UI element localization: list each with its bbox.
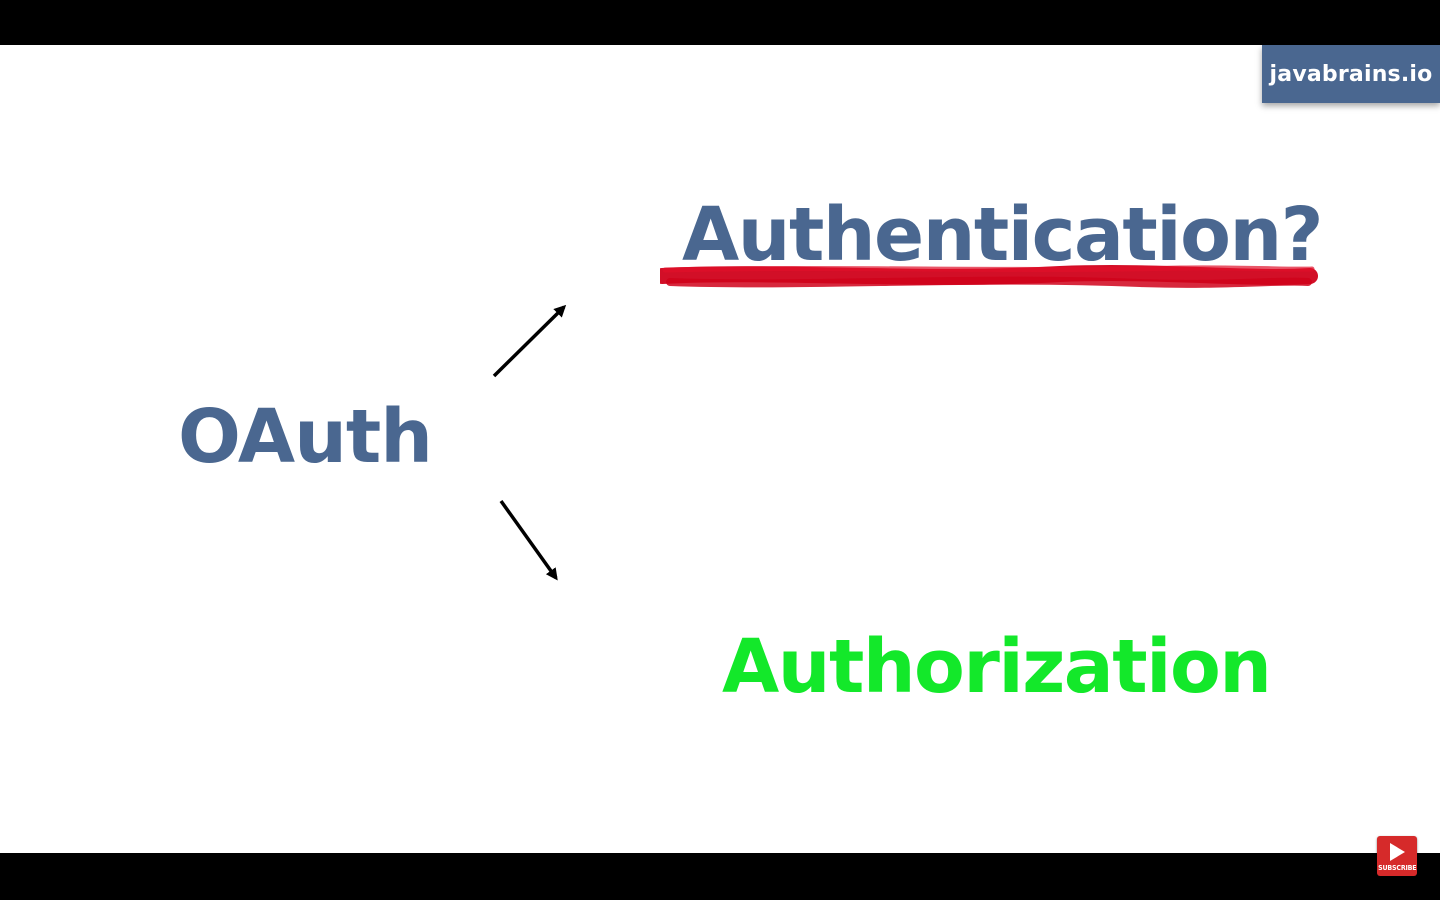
arrow-down-icon bbox=[499, 499, 558, 581]
subscribe-label: SUBSCRIBE bbox=[1377, 864, 1417, 872]
subscribe-button[interactable]: SUBSCRIBE bbox=[1377, 836, 1417, 876]
brand-badge: javabrains.io bbox=[1262, 45, 1440, 103]
red-strikethrough bbox=[660, 265, 1318, 288]
slide: javabrains.io OAuth Authentication? Auth… bbox=[0, 45, 1440, 853]
source-term: OAuth bbox=[178, 394, 433, 480]
play-icon bbox=[1389, 843, 1405, 861]
brand-label: javabrains.io bbox=[1269, 61, 1433, 87]
crossed-out-term: Authentication? bbox=[682, 192, 1324, 278]
result-term: Authorization bbox=[722, 624, 1272, 710]
arrow-up-icon bbox=[492, 304, 567, 378]
crossed-out-term-group: Authentication? bbox=[660, 190, 1324, 290]
